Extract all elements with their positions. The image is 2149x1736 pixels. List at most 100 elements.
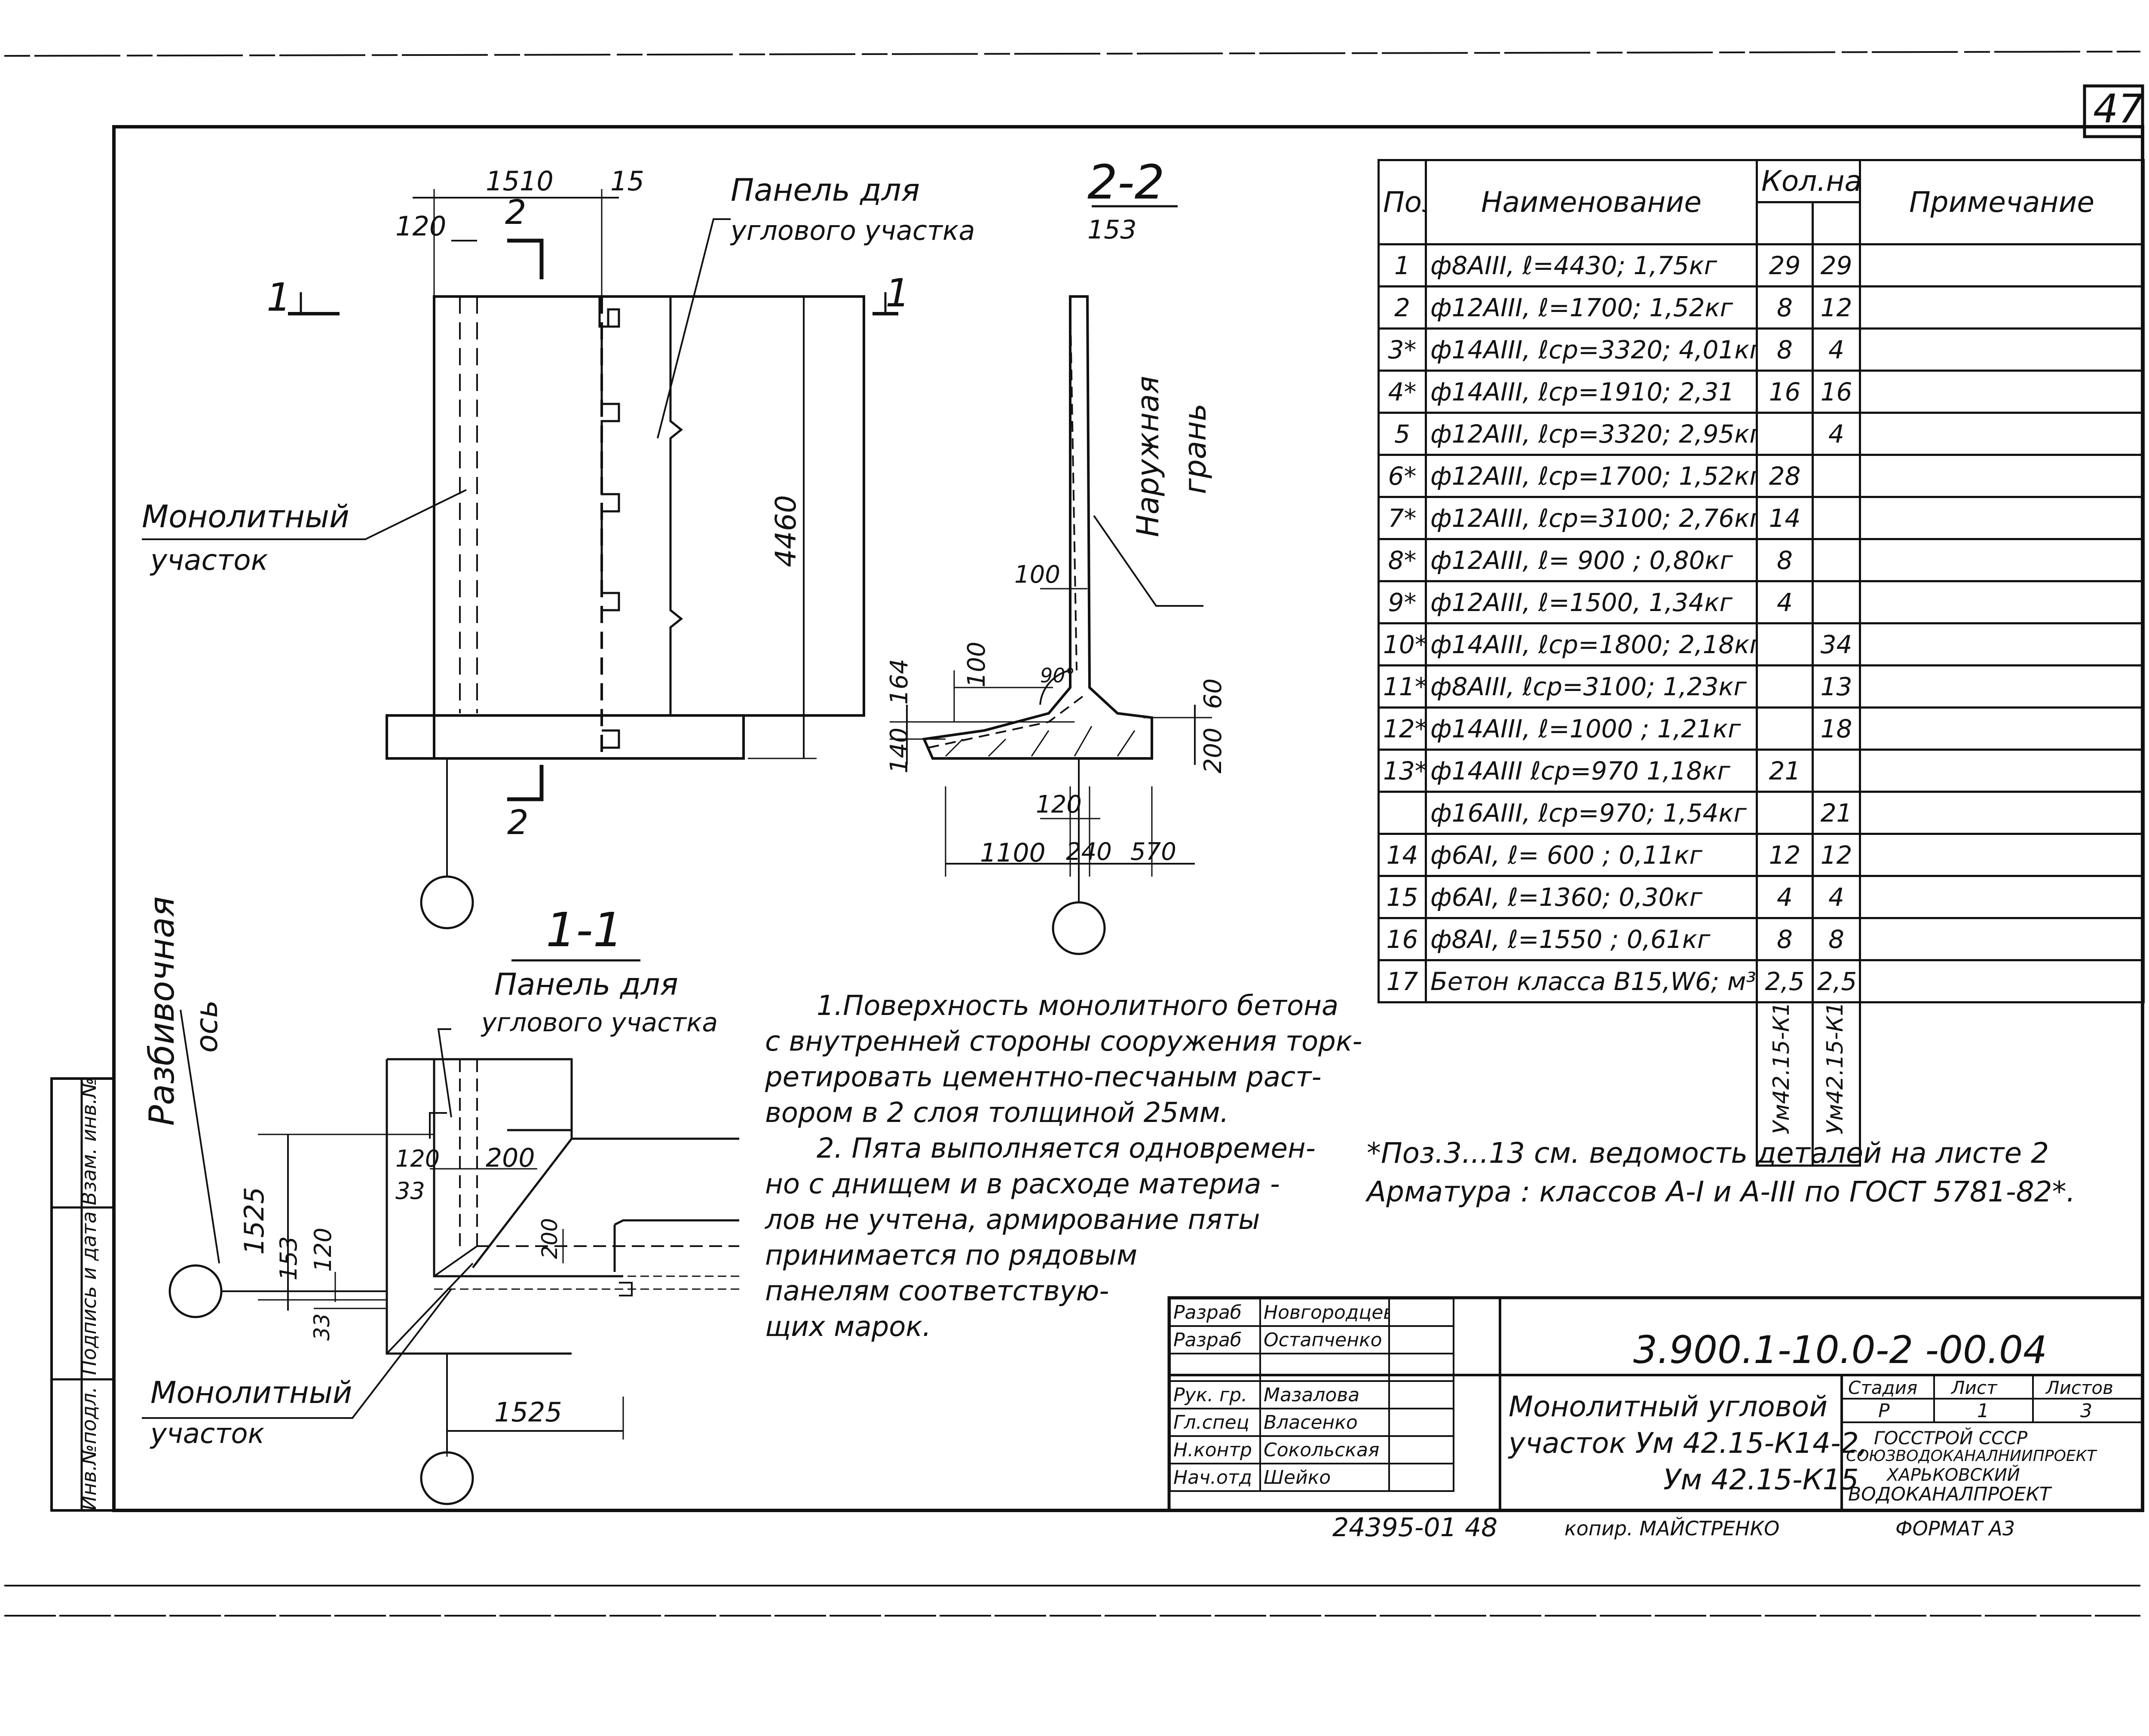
- qty1-cell: 21: [1756, 749, 1814, 793]
- dim-label: 90°: [1040, 664, 1075, 687]
- pos-cell: 8*: [1378, 538, 1427, 582]
- monolithic-label: участок: [150, 544, 268, 577]
- sheet-header: Лист: [1951, 1377, 1997, 1398]
- name-cell: ф12АIII, ℓср=3100; 2,76кг: [1425, 496, 1758, 540]
- face-label: Наружная: [1130, 376, 1166, 537]
- staff-name: Мазалова: [1259, 1380, 1390, 1409]
- dim-label: 200: [486, 1143, 535, 1173]
- staff-signature: [1388, 1325, 1454, 1354]
- dim-label: 15: [610, 165, 644, 197]
- staff-signature: [1388, 1408, 1454, 1437]
- qty1-cell: [1756, 622, 1814, 666]
- cut-label: 2: [507, 804, 529, 842]
- staff-signature: [1388, 1380, 1454, 1409]
- monolithic-label: участок: [150, 1418, 265, 1450]
- monolithic-label: Монолитный: [142, 498, 349, 535]
- title-line: участок Ум 42.15-К14-2,: [1509, 1427, 1868, 1460]
- qty1-cell: 4: [1756, 875, 1814, 919]
- header-name: Наименование: [1425, 159, 1758, 245]
- qty2-cell: 29: [1812, 243, 1861, 287]
- col-mark-text: Ум42.15-К15: [1822, 1002, 1848, 1135]
- qty1-cell: [1756, 412, 1814, 456]
- name-cell: ф14АIII ℓср=970 1,18кг: [1425, 749, 1758, 793]
- section-1-1-view: [142, 959, 739, 1505]
- dim-label: 1525: [494, 1397, 562, 1428]
- qty1-cell: 8: [1756, 327, 1814, 372]
- qty2-cell: 13: [1812, 664, 1861, 709]
- qty-subhead: [1756, 201, 1814, 245]
- note-cell: [1859, 496, 2145, 540]
- note-cell: [1859, 664, 2145, 709]
- qty2-cell: 12: [1812, 285, 1861, 330]
- header-pos: Поз.: [1378, 159, 1427, 245]
- pos-cell: 14: [1378, 833, 1427, 877]
- note-cell: [1859, 412, 2145, 456]
- notes: 1.Поверхность монолитного бетона с внутр…: [765, 988, 1362, 1345]
- qty1-cell: 8: [1756, 538, 1814, 582]
- staff-name: Сокольская: [1259, 1435, 1390, 1464]
- staff-role: Разраб: [1169, 1298, 1261, 1327]
- dim-label: 140: [885, 727, 913, 773]
- staff-role: Рук. гр.: [1169, 1380, 1261, 1409]
- pos-cell: 11*: [1378, 664, 1427, 709]
- dim-label: 120: [395, 211, 447, 242]
- qty1-cell: 2,5: [1756, 959, 1814, 1003]
- pos-cell: 17: [1378, 959, 1427, 1003]
- note-cell: [1859, 749, 2145, 793]
- org-line: ХАРЬКОВСКИЙ: [1887, 1465, 2020, 1485]
- note-line: панелям соответствую-: [765, 1275, 1109, 1307]
- staff-body: РазрабНовгородцеваРазрабОстапченкоРук. г…: [1169, 1298, 1454, 1492]
- name-cell: ф16АIII, ℓср=970; 1,54кг: [1425, 791, 1758, 835]
- dim-label: 33: [395, 1177, 425, 1204]
- dim-label: 200: [1199, 727, 1227, 773]
- name-cell: ф12АIII, ℓср=1700; 1,52кг: [1425, 454, 1758, 498]
- qty2-cell: 34: [1812, 622, 1861, 666]
- name-cell: ф14АIII, ℓср=3320; 4,01кг: [1425, 327, 1758, 372]
- title-line: Монолитный угловой: [1509, 1390, 1828, 1423]
- note-cell: [1859, 454, 2145, 498]
- org-line: СОЮЗВОДОКАНАЛНИИПРОЕКТ: [1846, 1447, 2097, 1465]
- org-line: ВОДОКАНАЛПРОЕКТ: [1848, 1483, 2051, 1505]
- format-label: ФОРМАТ А3: [1895, 1517, 2015, 1540]
- qty2-cell: 8: [1812, 917, 1861, 961]
- spec-table: Поз. Наименование Кол.на Примечание 1ф8А…: [1378, 159, 2145, 1167]
- pos-cell: 2: [1378, 285, 1427, 330]
- section-2-2-view: [890, 205, 1212, 955]
- name-cell: ф12АIII, ℓср=3320; 2,95кг: [1425, 412, 1758, 456]
- qty1-cell: 16: [1756, 370, 1814, 414]
- panel-label: углового участка: [731, 215, 975, 246]
- name-cell: ф6АI, ℓ= 600 ; 0,11кг: [1425, 833, 1758, 877]
- name-cell: Бетон класса В15,W6; м³: [1425, 959, 1758, 1003]
- pos-cell: 13*: [1378, 749, 1427, 793]
- side-stamp-label: Подпись и дата: [77, 1211, 101, 1375]
- name-cell: ф8АIII, ℓср=3100; 1,23кг: [1425, 664, 1758, 709]
- note-cell: [1859, 833, 2145, 877]
- dim-label: 570: [1130, 838, 1176, 866]
- qty1-cell: [1756, 706, 1814, 751]
- note-cell: [1859, 327, 2145, 372]
- name-cell: ф14АIII, ℓ=1000 ; 1,21кг: [1425, 706, 1758, 751]
- pos-cell: 3*: [1378, 327, 1427, 372]
- dim-label: 1525: [239, 1187, 270, 1255]
- dim-label: 33: [309, 1313, 334, 1341]
- stage-header: Стадия: [1848, 1377, 1918, 1398]
- staff-table: РазрабНовгородцеваРазрабОстапченкоРук. г…: [1169, 1298, 1454, 1492]
- note-line: 2. Пята выполняется одновремен-: [817, 1133, 1316, 1164]
- staff-signature: [1388, 1298, 1454, 1327]
- note-line: вором в 2 слоя толщиной 25мм.: [765, 1097, 1229, 1129]
- pos-cell: 15: [1378, 875, 1427, 919]
- panel-label: Панель для: [494, 967, 678, 1002]
- side-stamp-label: Взам. инв.№: [77, 1077, 101, 1205]
- empty-cell: [1860, 1002, 2144, 1166]
